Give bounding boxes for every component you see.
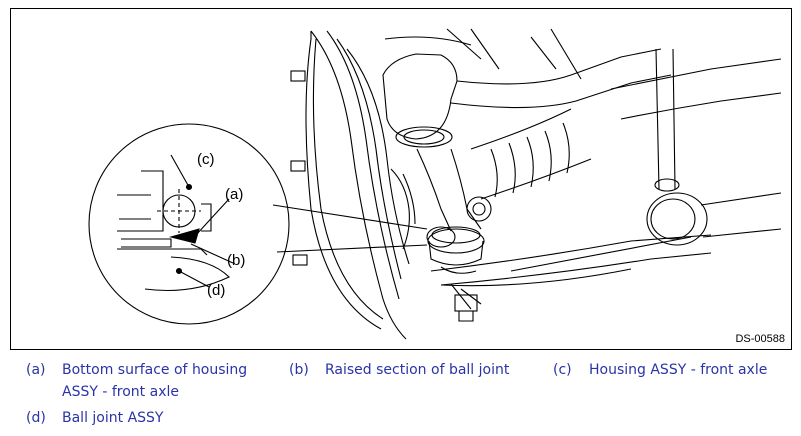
brake-disc-drawing [290,30,416,340]
legend-text-line: Ball joint ASSY [62,410,164,426]
callout-b: (b) [227,252,246,269]
suspension-drawing [88,28,782,340]
legend-text-line: ASSY - front axle [62,384,179,400]
stabilizer-link-drawing [646,48,782,246]
figure-id: DS-00588 [735,333,785,345]
upper-arm-drawing [382,28,672,148]
legend-item-d: (d) Ball joint ASSY [26,407,276,429]
magnifier-leader [272,204,456,253]
knuckle-drawing [416,148,492,322]
legend-item-a: (a) Bottom surface of housing ASSY - fro… [26,359,276,405]
legend-key: (b) [289,362,309,378]
callout-c: (c) [197,151,215,168]
legend-text-line: Housing ASSY - front axle [589,362,768,378]
callout-d: (d) [207,282,226,299]
legend-key: (d) [26,410,46,426]
legend-text-line: Bottom surface of housing [62,362,248,378]
legend-item-b: (b) Raised section of ball joint [289,359,539,381]
boot-drawing [470,58,782,200]
legend-key: (c) [553,362,572,378]
lower-arm-drawing [430,234,712,287]
callout-a: (a) [225,186,244,203]
detail-circle [88,123,290,325]
diagram-figure: (c) (a) (b) (d) DS-00588 [10,8,792,350]
legend-key: (a) [26,362,46,378]
legend-text-line: Raised section of ball joint [325,362,510,378]
legend-item-c: (c) Housing ASSY - front axle [553,359,793,381]
